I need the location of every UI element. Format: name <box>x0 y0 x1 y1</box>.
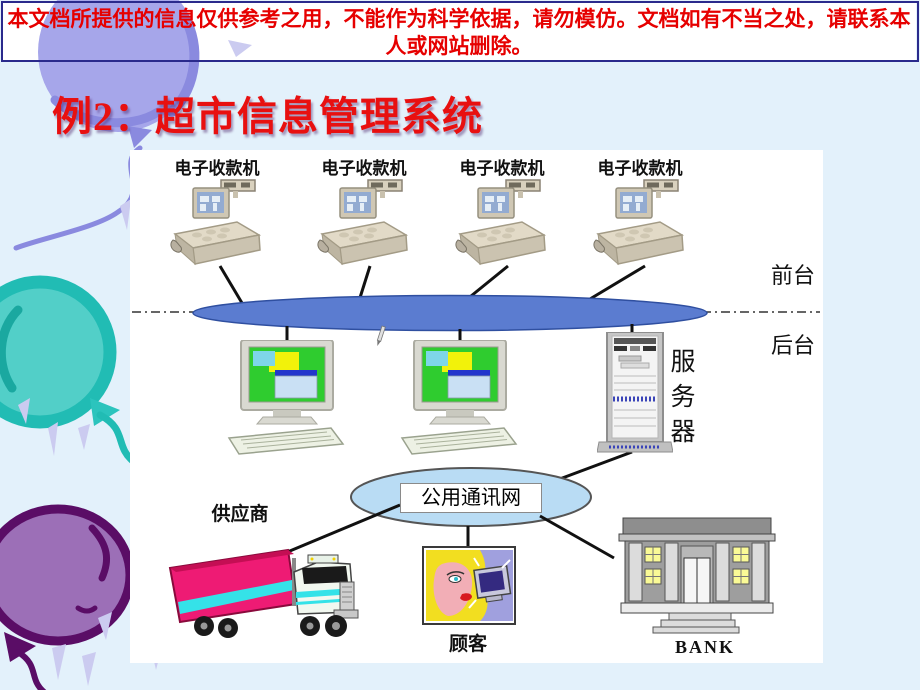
customer-icon <box>422 546 516 625</box>
truck-icon <box>169 549 359 639</box>
bank-icon <box>618 517 776 634</box>
pencil-cursor-icon <box>376 325 386 347</box>
cash-register-icon <box>593 179 684 265</box>
teal-balloon-icon <box>0 275 138 466</box>
zone-back-label: 后台 <box>770 333 815 358</box>
register-label-2: 电子收款机 <box>321 159 407 178</box>
workstation-icon <box>228 340 344 455</box>
register-label-3: 电子收款机 <box>459 159 545 178</box>
bank-label: BANK <box>674 637 735 657</box>
diagram-panel: 电子收款机 电子收款机 电子收款机 电子收款机 前台 后台 服务器 公用通讯网 … <box>130 150 823 663</box>
network-party-links <box>284 503 615 560</box>
workstation-icon <box>401 340 517 455</box>
supplier-label: 供应商 <box>211 504 269 525</box>
register-label-4: 电子收款机 <box>597 159 683 178</box>
confetti-decoration <box>18 398 90 456</box>
customer-label: 顾客 <box>448 634 487 655</box>
lan-bus-ellipse <box>192 294 708 332</box>
server-network-link <box>556 450 633 482</box>
disclaimer-banner: 本文档所提供的信息仅供参考之用，不能作为科学依据，请勿模仿。文档如有不当之处，请… <box>7 7 911 58</box>
zone-front-label: 前台 <box>770 263 815 288</box>
diagram-graphics <box>132 179 820 639</box>
cash-register-icon <box>317 179 408 265</box>
network-label: 公用通讯网 <box>400 483 542 513</box>
cash-register-icon <box>455 179 546 265</box>
page-title: 例2：超市信息管理系统 <box>52 94 483 139</box>
server-label: 服务器 <box>667 348 694 453</box>
purple-balloon-icon <box>0 504 135 690</box>
cash-register-icon <box>170 179 261 265</box>
banner-border <box>1 1 919 62</box>
register-label-1: 电子收款机 <box>174 159 260 178</box>
